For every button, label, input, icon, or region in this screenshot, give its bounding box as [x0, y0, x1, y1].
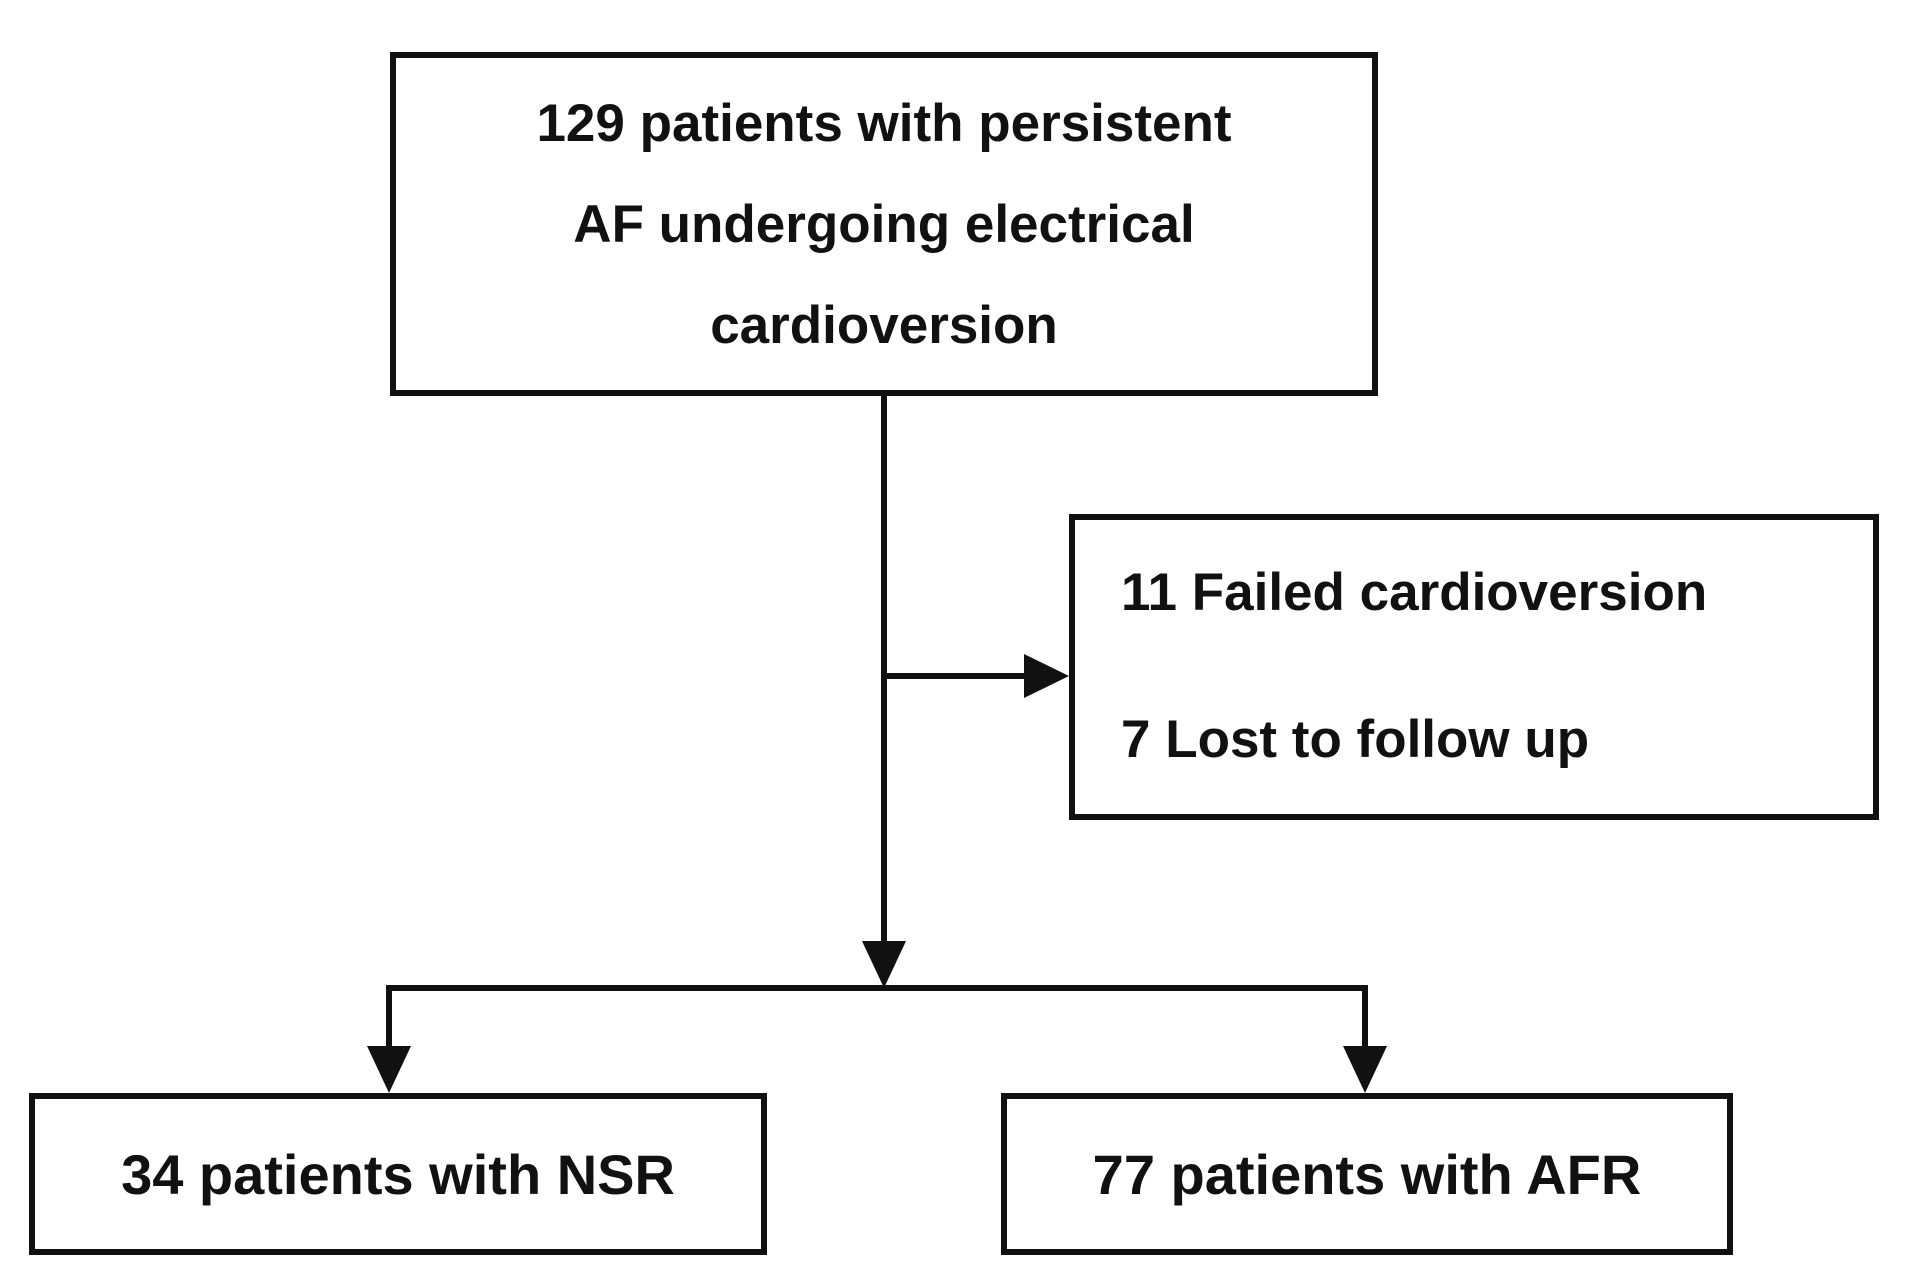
connector-to-exclusions — [884, 673, 1024, 679]
arrowhead-down-main-icon — [862, 941, 906, 988]
connector-branch-horizontal — [386, 985, 1368, 991]
arrowhead-right-icon — [1024, 654, 1069, 698]
connector-right-branch-vertical — [1362, 985, 1368, 1046]
nsr-outcome-box: 34 patients with NSR — [29, 1093, 767, 1255]
exclusions-box: 11 Failed cardioversion 7 Lost to follow… — [1069, 514, 1879, 820]
exclusions-text-line1: 11 Failed cardioversion — [1121, 563, 1708, 623]
arrowhead-down-left-icon — [367, 1046, 411, 1093]
enrollment-text-line1: 129 patients with persistent — [536, 93, 1232, 153]
enrollment-box: 129 patients with persistent AF undergoi… — [390, 52, 1378, 396]
afr-outcome-label: 77 patients with AFR — [1092, 1142, 1642, 1206]
arrowhead-down-right-icon — [1343, 1046, 1387, 1093]
enrollment-text-line2: AF undergoing electrical — [573, 194, 1195, 254]
exclusions-text-line2: 7 Lost to follow up — [1121, 710, 1590, 770]
connector-main-vertical — [881, 396, 887, 941]
nsr-outcome-label: 34 patients with NSR — [121, 1142, 675, 1206]
enrollment-text-line3: cardioversion — [710, 295, 1058, 355]
connector-left-branch-vertical — [386, 985, 392, 1046]
afr-outcome-box: 77 patients with AFR — [1001, 1093, 1733, 1255]
